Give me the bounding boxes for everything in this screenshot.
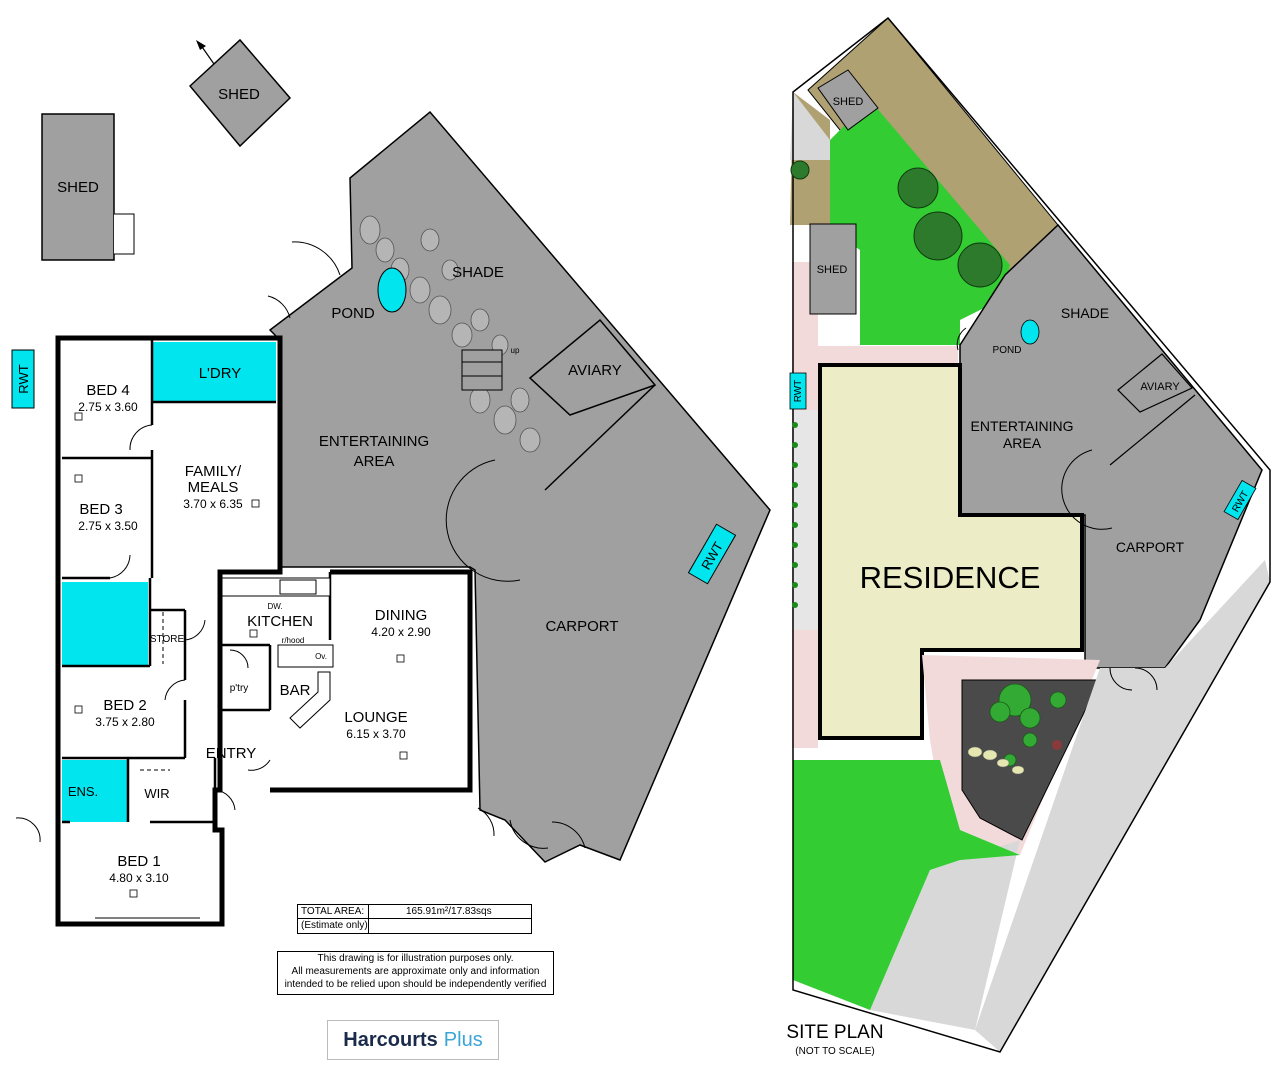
site-aviary xyxy=(1117,353,1193,413)
pond xyxy=(377,267,407,313)
laundry-label: L'DRY xyxy=(199,365,242,382)
site-plan-title: SITE PLAN xyxy=(786,1022,884,1043)
site-plan-subtitle: (NOT TO SCALE) xyxy=(795,1046,875,1057)
dining-name: DINING xyxy=(375,607,428,624)
bed4-name: BED 4 xyxy=(86,382,129,399)
site-entertaining-2: AREA xyxy=(1003,435,1042,451)
lounge-dim: 6.15 x 3.70 xyxy=(346,727,406,741)
entertaining-label-2: AREA xyxy=(354,453,395,470)
pantry-label: p'try xyxy=(230,683,249,694)
site-shed-top xyxy=(817,69,879,131)
entertaining-label-1: ENTERTAINING xyxy=(319,433,429,450)
rhood-label: r/hood xyxy=(282,636,305,645)
carport-label: CARPORT xyxy=(545,618,618,635)
dw-label: DW. xyxy=(267,602,282,611)
site-pond-label: POND xyxy=(993,345,1022,356)
total-area-value: 165.91m²/17.83sqs xyxy=(406,906,492,917)
room-bathroom xyxy=(62,582,148,666)
total-area-estimate: (Estimate only) xyxy=(301,920,368,931)
bed4-dim: 2.75 x 3.60 xyxy=(78,400,138,414)
up-label: up xyxy=(511,346,520,355)
shed-label-rotated: SHED xyxy=(218,86,260,103)
aviary-label: AVIARY xyxy=(568,362,622,379)
site-shed-top-label: SHED xyxy=(833,96,864,108)
oven-label: Ov. xyxy=(315,652,327,661)
site-shed-mid xyxy=(809,223,857,315)
disclaimer-line-3: intended to be relied upon should be ind… xyxy=(284,979,547,990)
pond-label: POND xyxy=(331,305,375,322)
bar-label: BAR xyxy=(280,682,311,699)
bed1-name: BED 1 xyxy=(117,853,160,870)
logo-suffix: Plus xyxy=(443,1028,483,1051)
disclaimer-line-1: This drawing is for illustration purpose… xyxy=(317,953,514,964)
family-label-1: FAMILY/ xyxy=(185,463,242,480)
harcourts-logo: Harcourts Plus xyxy=(327,1020,499,1060)
site-rwt-right xyxy=(1223,479,1257,521)
site-rwt-left-label: RWT xyxy=(793,380,804,403)
rwt-left xyxy=(11,349,35,409)
bed3-dim: 2.75 x 3.50 xyxy=(78,519,138,533)
room-laundry xyxy=(152,342,276,402)
room-ensuite xyxy=(62,760,128,822)
stepping-stones xyxy=(359,215,541,453)
site-aviary-label: AVIARY xyxy=(1140,381,1180,393)
site-rwt-left xyxy=(789,372,807,410)
bed2-dim: 3.75 x 2.80 xyxy=(95,715,155,729)
shade-label: SHADE xyxy=(452,264,504,281)
bed1-dim: 4.80 x 3.10 xyxy=(109,871,169,885)
total-area-label: TOTAL AREA: xyxy=(301,906,365,917)
total-area-table: TOTAL AREA: 165.91m²/17.83sqs (Estimate … xyxy=(297,904,532,934)
site-carport-label: CARPORT xyxy=(1116,539,1185,555)
lounge-name: LOUNGE xyxy=(344,709,407,726)
shed-label-left: SHED xyxy=(57,179,99,196)
floor-plan: SHED SHED POND SHADE up AVIARY ENTERTAIN… xyxy=(11,38,771,928)
bed2-name: BED 2 xyxy=(103,697,146,714)
kitchen-label: KITCHEN xyxy=(247,613,313,630)
disclaimer: This drawing is for illustration purpose… xyxy=(277,951,554,995)
residence xyxy=(818,363,1084,740)
rwt-right xyxy=(687,523,737,585)
wir-label: WIR xyxy=(144,786,169,801)
house xyxy=(15,335,473,928)
driveway xyxy=(975,560,1270,1052)
disclaimer-line-2: All measurements are approximate only an… xyxy=(291,966,540,977)
site-pond xyxy=(1020,319,1040,345)
shed-left xyxy=(41,113,115,261)
ensuite-label: ENS. xyxy=(68,784,98,799)
dining-dim: 4.20 x 2.90 xyxy=(371,625,431,639)
rwt-left-label: RWT xyxy=(16,364,31,393)
lower-lawn xyxy=(793,760,1020,1010)
site-entertaining-1: ENTERTAINING xyxy=(971,418,1074,434)
site-plan: SHED SHED SHADE POND AVIARY ENTERTAINING… xyxy=(789,16,1271,1053)
entry-label: ENTRY xyxy=(206,745,257,762)
residence-label: RESIDENCE xyxy=(860,560,1041,595)
site-shade-label: SHADE xyxy=(1061,305,1109,321)
family-label-2: MEALS xyxy=(188,479,239,496)
shed-rotated xyxy=(188,38,292,148)
logo-brand: Harcourts xyxy=(343,1028,438,1051)
bed3-name: BED 3 xyxy=(79,501,122,518)
family-dim: 3.70 x 6.35 xyxy=(183,497,243,511)
store-label: STORE xyxy=(150,634,185,645)
side-path xyxy=(790,92,830,160)
site-shed-mid-label: SHED xyxy=(817,264,848,276)
